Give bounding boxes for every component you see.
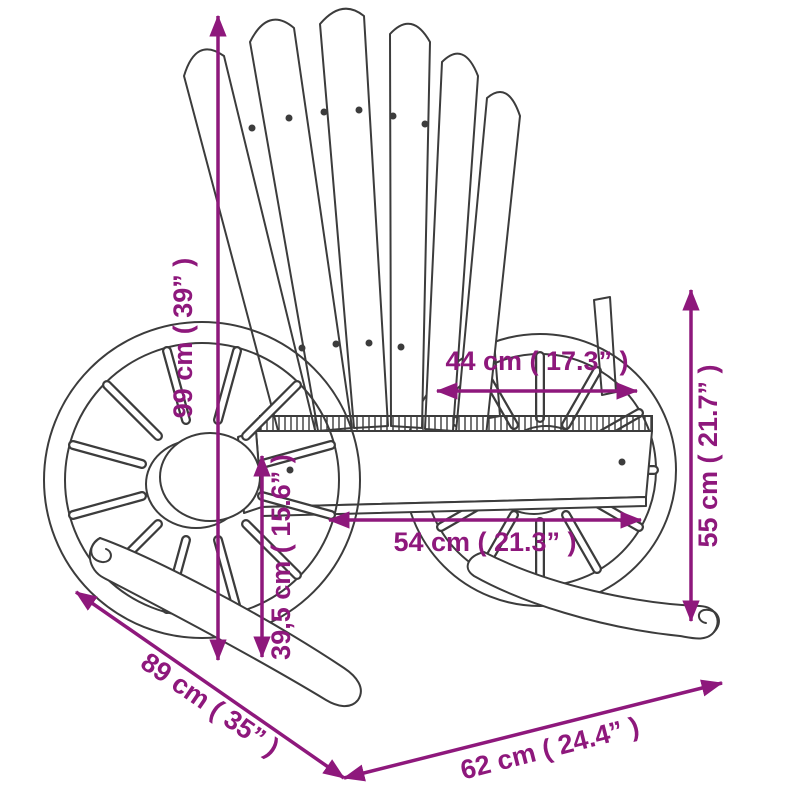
back-slat: [424, 52, 479, 432]
back-slat: [389, 22, 431, 429]
dim-label-width: 62 cm ( 24.4” ): [457, 711, 642, 785]
dim-line-width: [342, 679, 724, 782]
right-rocker: [466, 551, 719, 640]
dim-arm-height: 55 cm ( 21.7” ): [682, 288, 723, 623]
dim-label-inner-width: 44 cm ( 17.3” ): [445, 346, 628, 376]
dim-back-height: 99 cm ( 39” ): [168, 14, 227, 662]
dim-label-seat-width: 54 cm ( 21.3” ): [393, 527, 576, 557]
back-slat: [249, 18, 353, 432]
dim-seat-height: 39,5 cm ( 15.6” ): [253, 454, 296, 660]
dim-seat-width: 54 cm ( 21.3” ): [327, 511, 643, 557]
seat: [237, 415, 653, 517]
right-rocker-curl: [698, 608, 720, 633]
seat-front-face: [255, 430, 653, 508]
back-slat: [319, 7, 389, 429]
dim-label-arm-height: 55 cm ( 21.7” ): [693, 364, 723, 547]
left-rocker-curl: [90, 537, 112, 564]
dim-label-back-height: 99 cm ( 39” ): [168, 258, 198, 419]
back-slat: [455, 91, 521, 437]
seat-top-edge: [259, 415, 653, 432]
seat-screw: [618, 458, 626, 466]
dim-line-depth: [75, 590, 345, 780]
slat-screws: [248, 106, 429, 352]
seat-screw: [286, 466, 294, 474]
dim-width: 62 cm ( 24.4” ): [342, 679, 724, 785]
dim-inner-width: 44 cm ( 17.3” ): [435, 346, 639, 400]
dim-label-seat-height: 39,5 cm ( 15.6” ): [266, 454, 296, 660]
